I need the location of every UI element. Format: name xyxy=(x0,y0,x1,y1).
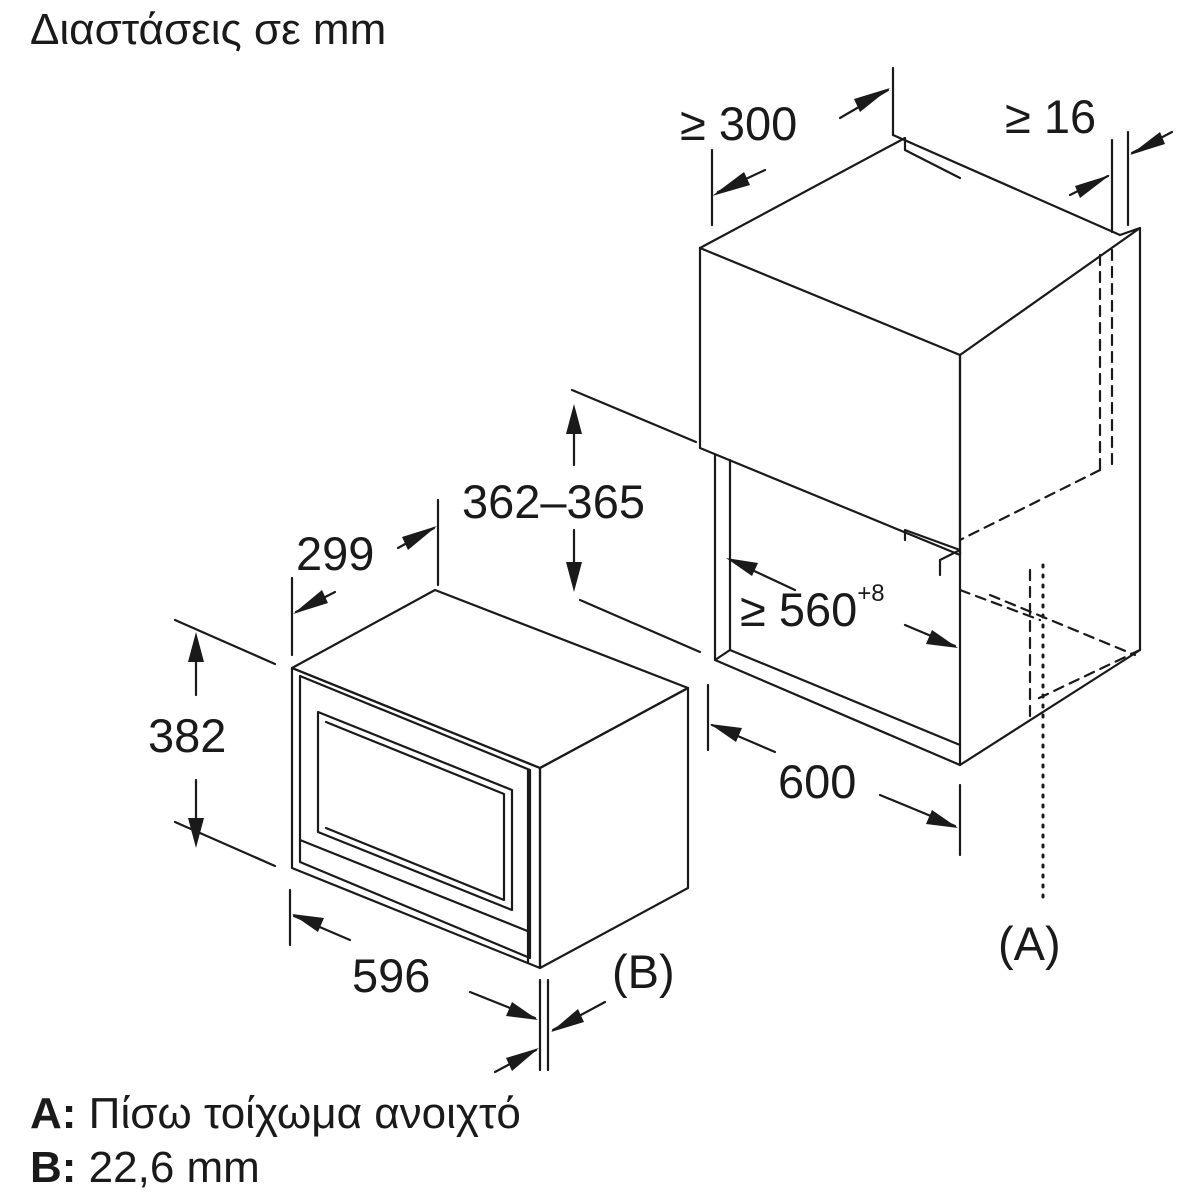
cabinet-hidden-lines xyxy=(958,248,1142,722)
dim-appliance-width xyxy=(288,888,542,1072)
niche-width-tolerance: +8 xyxy=(857,580,885,607)
dim-cabinet-width xyxy=(706,683,962,857)
dim-frame-thickness xyxy=(493,978,607,1074)
dim-appliance-depth xyxy=(290,498,440,657)
legend-item-b: B: 22,6 mm xyxy=(30,1146,260,1190)
appliance-frame-inner xyxy=(298,674,532,960)
legend-text-b: 22,6 mm xyxy=(88,1143,260,1192)
label-cabinet-depth: ≥ 300 xyxy=(680,97,798,150)
dim-cabinet-depth xyxy=(710,66,895,227)
cabinet-top-back xyxy=(891,133,1142,357)
wall-cabinet xyxy=(698,133,1142,907)
appliance-door-window xyxy=(316,710,514,912)
legend-item-a: A: Πίσω τοίχωμα ανοιχτό xyxy=(30,1092,521,1136)
diagram-title: Διαστάσεις σε mm xyxy=(30,5,387,54)
legend-key-b: B: xyxy=(30,1143,77,1192)
dim-rear-gap xyxy=(1068,130,1174,234)
marker-b: (B) xyxy=(612,945,675,998)
built-in-appliance xyxy=(290,588,690,970)
dim-niche-height xyxy=(566,388,702,654)
label-appliance-width: 596 xyxy=(352,949,431,1002)
legend-text-a: Πίσω τοίχωμα ανοιχτό xyxy=(88,1089,521,1138)
dim-niche-width xyxy=(726,558,958,648)
cabinet-top-face xyxy=(698,136,962,250)
appliance-top-face xyxy=(290,588,690,770)
legend-key-a: A: xyxy=(30,1089,77,1138)
niche-width-value: ≥ 560 xyxy=(740,583,858,636)
appliance-front-frame xyxy=(290,666,542,970)
label-niche-height: 362–365 xyxy=(462,475,645,528)
label-niche-width: ≥ 560+8 xyxy=(740,582,885,636)
appliance-front-lower-edge xyxy=(298,838,532,934)
label-appliance-height: 382 xyxy=(148,709,227,762)
appliance-side-face xyxy=(538,686,690,970)
support-bracket xyxy=(903,528,962,577)
marker-a: (A) xyxy=(998,917,1061,970)
cabinet-front-panel xyxy=(698,246,962,557)
label-rear-gap: ≥ 16 xyxy=(1005,90,1097,143)
label-cabinet-width: 600 xyxy=(778,755,857,808)
niche-bottom-rail xyxy=(713,648,962,747)
label-appliance-depth: 299 xyxy=(296,527,375,580)
dim-appliance-height xyxy=(173,618,277,868)
appliance-door-window-inner xyxy=(324,720,506,902)
